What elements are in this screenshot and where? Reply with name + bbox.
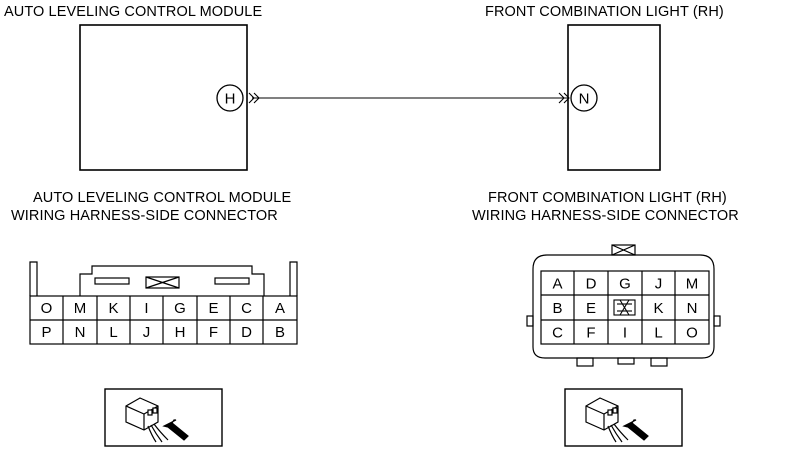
right-connector-title-line1: FRONT COMBINATION LIGHT (RH) <box>488 190 727 206</box>
right-connector-pin: L <box>654 325 662 342</box>
right-terminal-label: N <box>579 91 590 108</box>
right-connector-pin: B <box>552 300 562 317</box>
left-terminal-label: H <box>225 91 236 108</box>
right-connector-pin: K <box>653 300 663 317</box>
left-connector-pin: L <box>109 324 117 341</box>
right-connector-pin: E <box>586 300 596 317</box>
right-connector <box>526 244 721 367</box>
right-connector-pin: M <box>686 276 699 293</box>
right-connector-pin: N <box>687 300 698 317</box>
right-connector-pin: D <box>586 276 597 293</box>
right-connector-pin: I <box>623 325 627 342</box>
left-connector-pin: H <box>175 324 186 341</box>
wire <box>248 92 570 104</box>
left-connector-pin: B <box>275 324 285 341</box>
left-connector-pin: M <box>74 300 87 317</box>
right-connector-pin: O <box>686 325 698 342</box>
right-connector-title-line2: WIRING HARNESS-SIDE CONNECTOR <box>472 208 739 224</box>
right-connector-pin: A <box>552 276 562 293</box>
left-connector-pin: A <box>275 300 285 317</box>
left-connector <box>29 261 298 345</box>
right-connector-pin: C <box>552 325 563 342</box>
left-connector-title-line2: WIRING HARNESS-SIDE CONNECTOR <box>11 208 278 224</box>
right-connector-pin: F <box>586 325 595 342</box>
left-connector-pin: J <box>143 324 151 341</box>
right-component-label: FRONT COMBINATION LIGHT (RH) <box>485 4 724 20</box>
left-connector-pin: F <box>209 324 218 341</box>
right-connector-pin: J <box>655 276 663 293</box>
left-connector-pin: G <box>174 300 186 317</box>
blank-cavity-icon <box>613 299 636 316</box>
left-connector-pin: D <box>241 324 252 341</box>
right-terminal-circle <box>570 84 598 112</box>
left-component-box <box>79 24 248 171</box>
left-connector-pin: O <box>41 300 53 317</box>
left-connector-pin: I <box>144 300 148 317</box>
left-connector-pin: C <box>241 300 252 317</box>
left-connector-pin: N <box>75 324 86 341</box>
right-connector-pin: G <box>619 276 631 293</box>
left-connector-pin: K <box>108 300 118 317</box>
left-connector-pin: P <box>41 324 51 341</box>
left-component-label: AUTO LEVELING CONTROL MODULE <box>4 4 263 20</box>
left-terminal-circle <box>216 84 244 112</box>
left-view-icon <box>104 388 223 447</box>
right-view-icon <box>564 388 683 447</box>
left-connector-pin: E <box>208 300 218 317</box>
left-connector-title-line1: AUTO LEVELING CONTROL MODULE <box>33 190 292 206</box>
